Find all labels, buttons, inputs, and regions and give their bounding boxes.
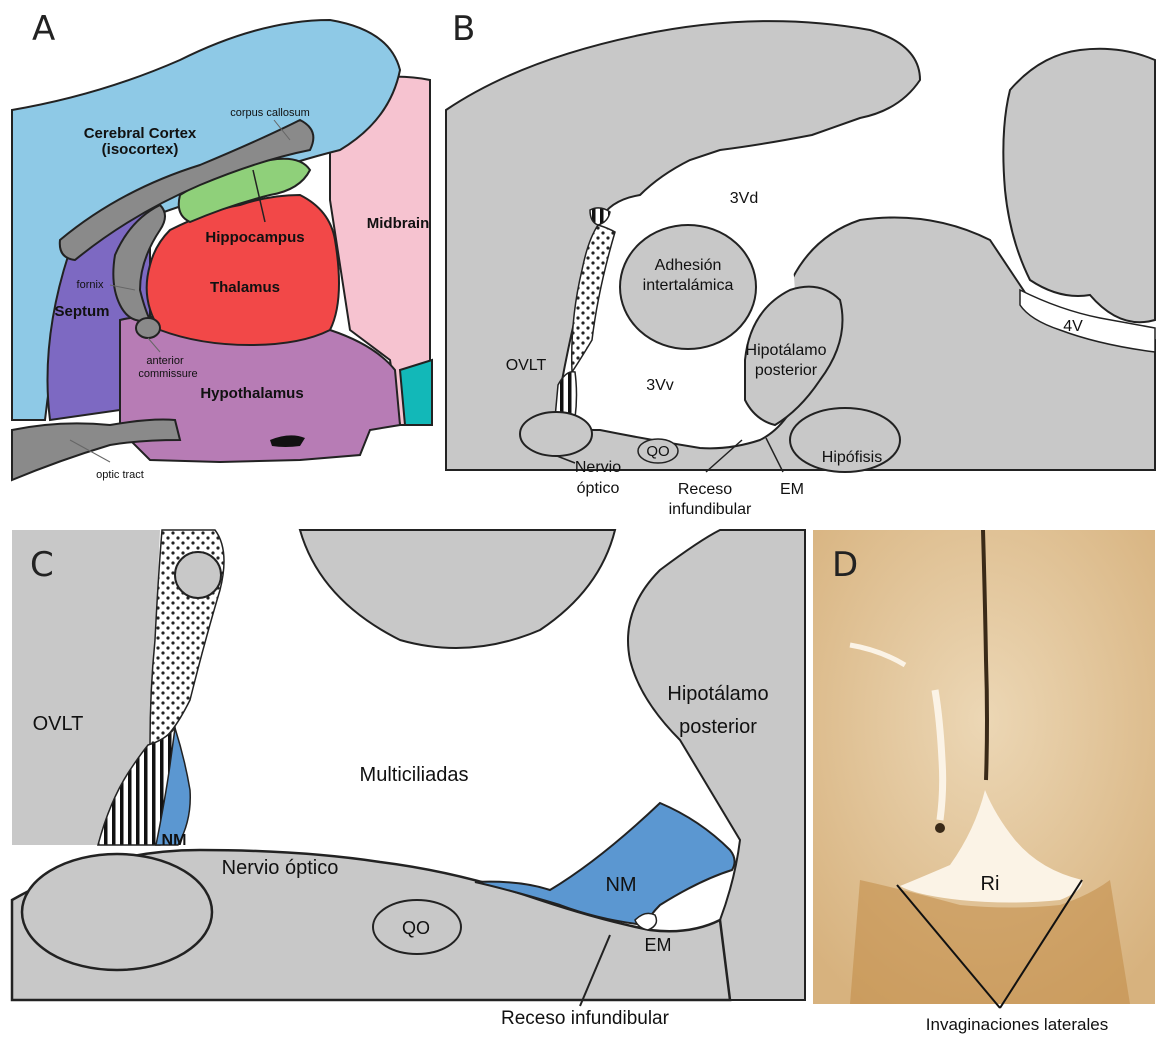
label-ri: Ri <box>981 873 1000 895</box>
panel-a: A Cerebral Cortex (isocortex) corpus cal… <box>12 9 432 481</box>
cortex-label-1: Cerebral Cortex <box>84 125 197 142</box>
label-qo-b: QO <box>646 443 669 460</box>
label-em-c: EM <box>645 935 672 955</box>
thalamus-label: Thalamus <box>210 279 280 296</box>
stain-dot <box>935 823 945 833</box>
label-nervio-b-2: óptico <box>577 480 620 497</box>
label-hipotalamo-b-2: posterior <box>755 362 818 379</box>
label-hipotalamo-c-1: Hipotálamo <box>667 683 768 705</box>
septum-label: Septum <box>54 303 109 320</box>
tissue-c-top-blob <box>300 530 615 648</box>
label-multiciliadas: Multiciliadas <box>360 764 469 786</box>
panel-b: B 3Vd Adhesión intertalámica OVLT 3Vv Hi… <box>446 9 1155 518</box>
label-3vd: 3Vd <box>730 190 758 207</box>
cortex-label-2: (isocortex) <box>102 141 179 158</box>
label-ovlt-c: OVLT <box>33 713 84 735</box>
label-em-b: EM <box>780 481 804 498</box>
label-receso-c: Receso infundibular <box>501 1008 670 1029</box>
label-invaginaciones: Invaginaciones laterales <box>926 1015 1108 1034</box>
teal-region <box>400 360 432 425</box>
label-hipotalamo-c-2: posterior <box>679 716 757 738</box>
optic-chiasm-c <box>22 854 212 970</box>
panel-c-letter: C <box>30 545 54 585</box>
anterior-commissure <box>136 318 160 338</box>
cerebellum <box>1003 49 1155 322</box>
label-hipofisis: Hipófisis <box>822 449 882 466</box>
panel-d: D Ri Invaginaciones laterales <box>813 530 1155 1034</box>
panel-d-letter: D <box>832 545 858 585</box>
midbrain-label: Midbrain <box>367 215 430 232</box>
panel-c: C OVLT Multiciliadas Hipotálamo posterio… <box>12 530 805 1029</box>
label-4v: 4V <box>1063 318 1083 335</box>
panel-b-letter: B <box>452 9 475 49</box>
label-3vv: 3Vv <box>646 377 674 394</box>
optic-tract-label: optic tract <box>96 469 144 481</box>
anterior-commissure-label-2: commissure <box>138 368 197 380</box>
panel-a-letter: A <box>32 9 55 49</box>
label-adhesion-1: Adhesión <box>655 257 722 274</box>
label-qo-c: QO <box>402 918 430 938</box>
ovlt-striped-top <box>590 208 610 225</box>
label-adhesion-2: intertalámica <box>643 277 734 294</box>
fornix-label: fornix <box>77 279 104 291</box>
thalamus-region <box>147 195 339 345</box>
label-nm-left: NM <box>162 832 187 849</box>
label-receso-b-2: infundibular <box>669 501 752 518</box>
label-nervio-c: Nervio óptico <box>222 857 339 879</box>
label-nm-right: NM <box>605 874 636 896</box>
label-receso-b-1: Receso <box>678 481 732 498</box>
hippocampus-label: Hippocampus <box>205 229 304 246</box>
optic-chiasm <box>520 412 592 456</box>
label-ovlt-b: OVLT <box>506 357 547 374</box>
hypothalamus-label: Hypothalamus <box>200 385 303 402</box>
label-hipotalamo-b-1: Hipotálamo <box>746 342 827 359</box>
label-nervio-b-1: Nervio <box>575 459 621 476</box>
corpus-callosum-label: corpus callosum <box>230 107 309 119</box>
anterior-commissure-label-1: anterior <box>146 355 184 367</box>
ovlt-knob-c <box>175 552 221 598</box>
